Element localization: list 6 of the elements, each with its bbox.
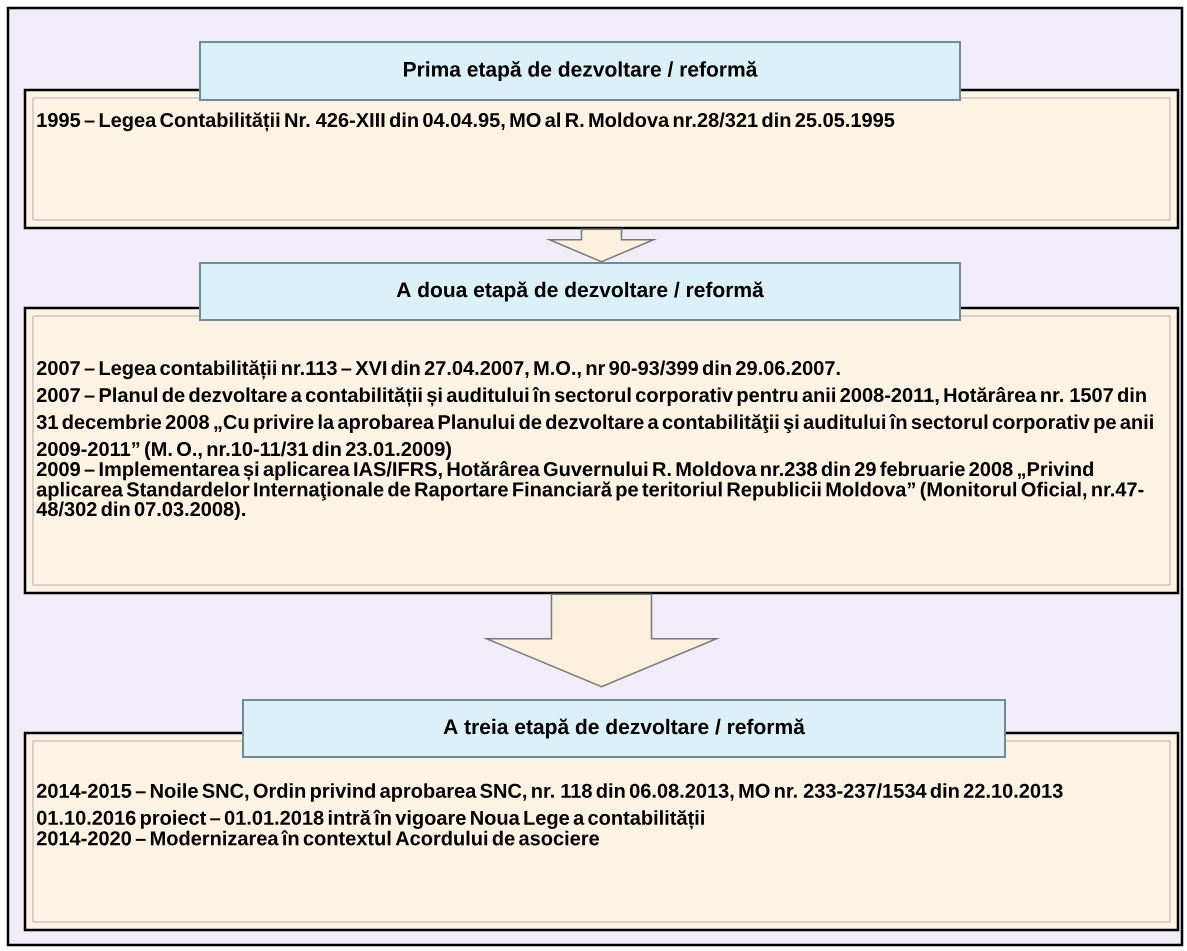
stage-box: 1995 – Legea Contabilității Nr. 426-XIII din 04.04.95, MO al R. Moldova nr.28/321 din 25.05.1995 — [23, 88, 1180, 230]
block-arrow — [482, 593, 721, 688]
stage-box: 2007 – Legea contabilității nr.113 – XVI din 27.04.2007, M.O., nr 90-93/399 din 29.06.2007. 2007 – Planul de dezvoltare a contabilității și auditului în sectorul corporativ pentru anii 2008-2011, Hotărârea nr. 1507 din 31 decembrie 2008 „Cu privire la aprobarea Planului de dezvoltare a contabilităţii şi auditului în sectorul corporativ pe anii 2009-2011” (M. O., nr.10-11/31 din 23.01.2009) 2009 – Implementarea și aplicarea IAS/IFRS, Hotărârea Guvernului R. Moldova nr.238 din 29 februarie 2008 „Privind aplicarea Standardelor Internaţionale de Raportare Financiară pe teritoriul Republicii Moldova” (Monitorul Oficial, nr.47-48/302 din 07.03.2008). — [23, 306, 1180, 595]
header-tab: A doua etapă de dezvoltare / reformă — [199, 262, 961, 321]
header-tab: Prima etapă de dezvoltare / reformă — [199, 41, 961, 101]
block-arrow — [545, 228, 658, 263]
